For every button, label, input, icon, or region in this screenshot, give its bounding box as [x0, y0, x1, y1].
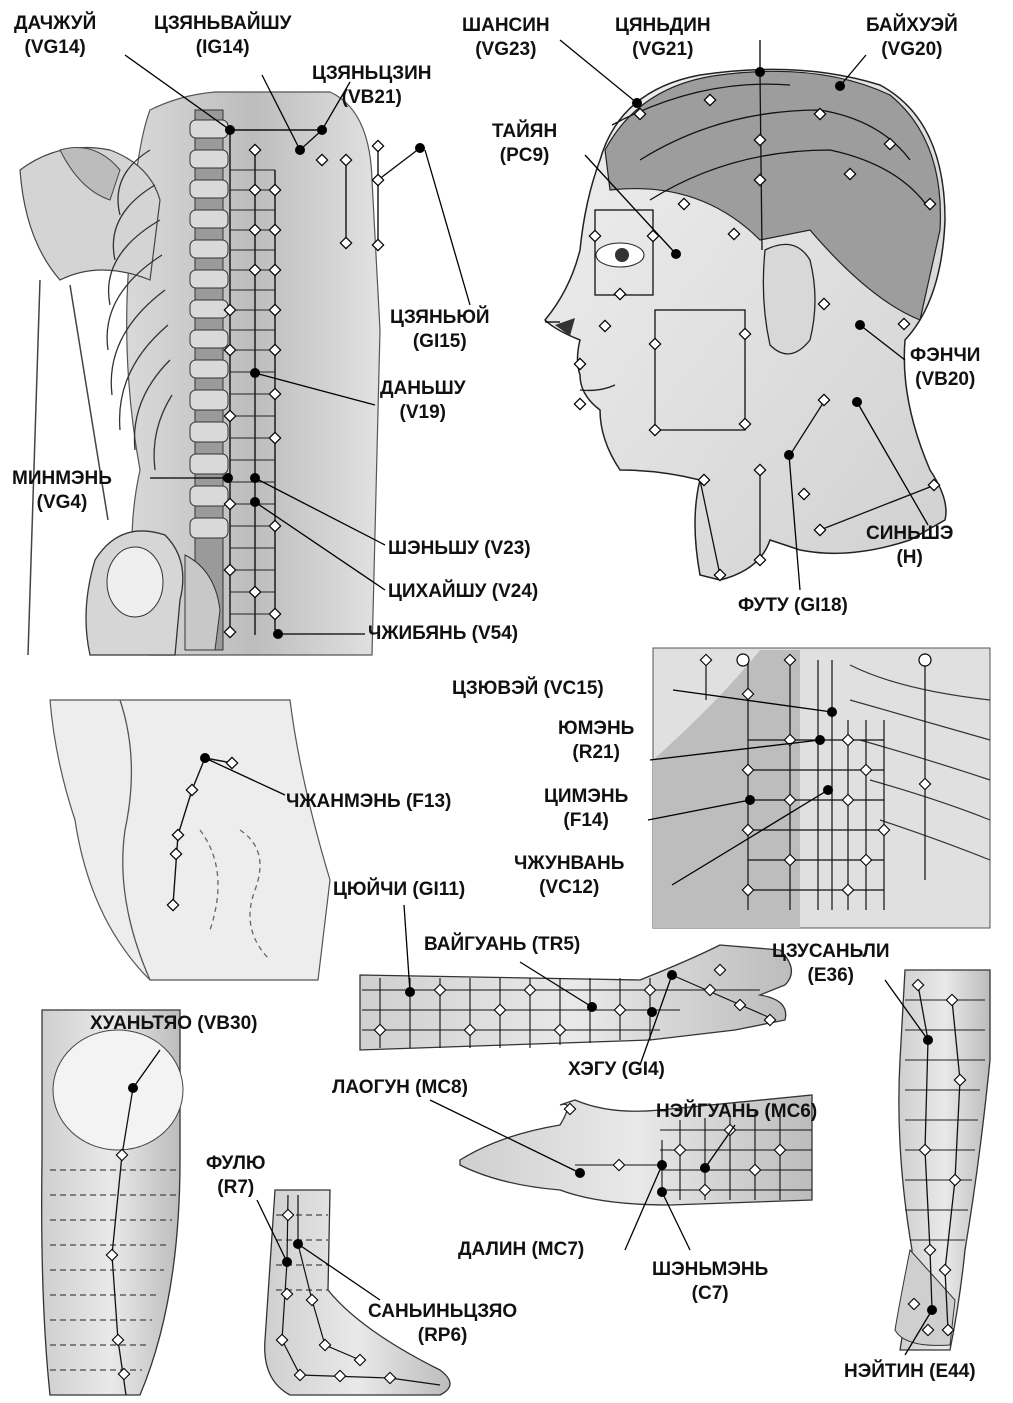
- label-hegu: ХЭГУ (GI4): [568, 1058, 665, 1082]
- label-mingmen: МИНМЭНЬ(VG4): [12, 467, 112, 515]
- label-jiuwei: ЦЗЮВЭЙ (VC15): [452, 677, 604, 701]
- label-waiguan: ВАЙГУАНЬ (TR5): [424, 933, 580, 957]
- label-xinshe: СИНЬШЭ(H): [866, 522, 953, 570]
- label-shenshu: ШЭНЬШУ (V23): [388, 537, 531, 561]
- label-taiyang: ТАЙЯН(PC9): [492, 120, 557, 168]
- label-zhongwan: ЧЖУНВАНЬ(VC12): [514, 852, 624, 900]
- label-qianding: ЦЯНЬДИН(VG21): [615, 14, 711, 62]
- ankle-foot-figure: [265, 1190, 450, 1395]
- label-zhibian: ЧЖИБЯНЬ (V54): [368, 622, 518, 646]
- label-shangxing: ШАНСИН(VG23): [462, 14, 550, 62]
- back-torso-figure: [8, 92, 425, 655]
- label-huantiao: ХУАНЬТЯО (VB30): [90, 1012, 258, 1036]
- head-profile-figure: [545, 67, 946, 581]
- front-abdomen-figure: [653, 648, 990, 928]
- side-abdomen-figure: [50, 700, 330, 980]
- label-dazhui: ДАЧЖУЙ(VG14): [14, 12, 96, 60]
- label-futu: ФУТУ (GI18): [738, 594, 848, 618]
- lower-leg-figure: [895, 970, 990, 1350]
- label-neiguan: НЭЙГУАНЬ (МС6): [656, 1100, 817, 1124]
- label-fuliu: ФУЛЮ(R7): [206, 1152, 266, 1200]
- label-shenmen: ШЭНЬМЭНЬ(C7): [652, 1258, 768, 1306]
- label-neiting: НЭЙТИН (E44): [844, 1360, 976, 1384]
- label-quchi: ЦЮЙЧИ (GI11): [333, 878, 465, 902]
- thigh-figure: [42, 1010, 183, 1395]
- label-baihui: БАЙХУЭЙ(VG20): [866, 14, 958, 62]
- label-qihaishu: ЦИХАЙШУ (V24): [388, 580, 538, 604]
- label-youmen: ЮМЭНЬ(R21): [558, 717, 634, 765]
- label-qimen: ЦИМЭНЬ(F14): [544, 785, 628, 833]
- label-laogong: ЛАОГУН (МС8): [332, 1076, 468, 1100]
- label-jianjing: ЦЗЯНЬЦЗИН(VB21): [312, 62, 432, 110]
- label-sanyinjiao: САНЬИНЬЦЗЯО(RP6): [368, 1300, 517, 1348]
- label-jianyu: ЦЗЯНЬЮЙ(GI15): [390, 306, 490, 354]
- label-zhangmen: ЧЖАНМЭНЬ (F13): [286, 790, 451, 814]
- label-daling: ДАЛИН (МС7): [458, 1238, 584, 1262]
- label-danshu: ДАНЬШУ(V19): [380, 377, 466, 425]
- label-fengchi: ФЭНЧИ(VB20): [910, 344, 980, 392]
- label-jianwaishu: ЦЗЯНЬВАЙШУ(IG14): [154, 12, 291, 60]
- label-zusanli: ЦЗУСАНЬЛИ(E36): [772, 940, 890, 988]
